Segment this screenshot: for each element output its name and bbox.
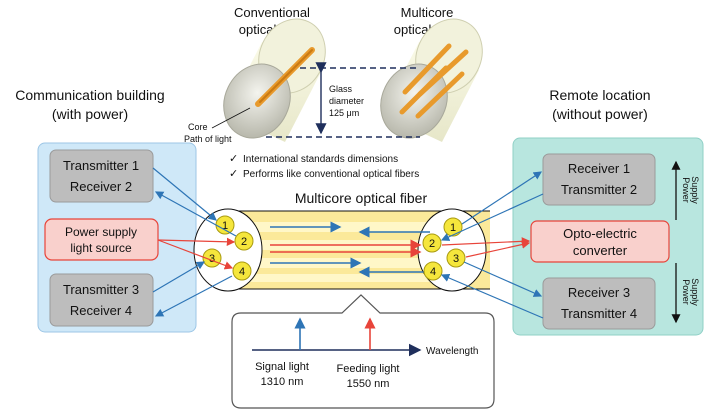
right-title-line2: (without power) (552, 106, 648, 122)
right-connections (440, 171, 544, 319)
supply-power-label-top-2: Power (681, 177, 691, 203)
supply-power-label-top-1: Supply (690, 176, 700, 204)
left-core-3-label: 3 (209, 253, 215, 265)
checkmark-icon-1: ✓ (229, 153, 238, 165)
left-core-1-label: 1 (222, 220, 228, 232)
receiver-1-label: Receiver 1 (568, 161, 630, 176)
power-supply-box (44, 218, 159, 261)
converter-label-line2: converter (573, 243, 628, 258)
fiber-illustrations: Conventional optical fiber Multicore opt… (184, 5, 483, 180)
tx1-rx2-box (49, 149, 154, 203)
feeding-light-label: Feeding light (337, 363, 400, 375)
left-title-line2: (with power) (52, 106, 128, 122)
right-core-2-label: 2 (429, 238, 435, 250)
transmitter-1-label: Transmitter 1 (63, 158, 139, 173)
transmitter-3-label: Transmitter 3 (63, 282, 139, 297)
left-title-line1: Communication building (15, 87, 164, 103)
left-core-2-label: 2 (241, 236, 247, 248)
right-panel: Remote location (without power) Receiver… (512, 87, 704, 336)
right-core-2 (422, 233, 442, 253)
multicore-fiber-image (380, 18, 483, 142)
wavelength-axis-label: Wavelength (426, 346, 478, 357)
receiver-3-label: Receiver 3 (568, 285, 630, 300)
tx3-rx4-box (49, 273, 154, 327)
right-core-1 (443, 217, 463, 237)
check-item-2: Performs like conventional optical fiber… (243, 169, 419, 180)
signal-light-label: Signal light (255, 361, 309, 373)
right-title-line1: Remote location (549, 87, 650, 103)
rx3-tx4-box (542, 277, 656, 330)
check-item-1: International standards dimensions (243, 154, 398, 165)
supply-power-label-bottom-2: Power (681, 279, 691, 305)
center-fiber: 1 2 3 4 1 2 3 4 (193, 208, 490, 292)
core-label: Core (188, 122, 208, 132)
transmitter-4-label: Transmitter 4 (561, 306, 637, 321)
supply-power-label-bottom-1: Supply (690, 278, 700, 306)
right-core-1-label: 1 (450, 222, 456, 234)
left-connections (152, 167, 237, 317)
conventional-title-line1: Conventional (234, 5, 310, 20)
left-core-4-label: 4 (239, 266, 245, 278)
signal-light-wavelength: 1310 nm (261, 376, 304, 388)
right-core-4 (423, 261, 443, 281)
right-core-3 (446, 248, 466, 268)
left-panel: Communication building (with power) Tran… (15, 87, 197, 333)
conventional-fiber-image (223, 18, 326, 142)
transmitter-2-label: Transmitter 2 (561, 182, 637, 197)
diameter-label-line3: 125 μm (329, 108, 359, 118)
multicore-fiber-title: Multicore optical fiber (295, 190, 428, 206)
power-supply-label-line2: light source (70, 241, 132, 255)
path-of-light-label: Path of light (184, 134, 232, 144)
right-core-3-label: 3 (453, 253, 459, 265)
opto-electric-converter-box (530, 220, 670, 263)
diameter-label-line2: diameter (329, 96, 364, 106)
multicore-title-line1: Multicore (401, 5, 454, 20)
checkmark-icon-2: ✓ (229, 168, 238, 180)
receiver-4-label: Receiver 4 (70, 303, 132, 318)
feeding-light-wavelength: 1550 nm (347, 378, 390, 390)
diameter-label-line1: Glass (329, 84, 353, 94)
rx1-tx2-box (542, 153, 656, 206)
core-pointer (211, 107, 251, 129)
wavelength-callout: Wavelength Signal light 1310 nm Feeding … (231, 294, 495, 409)
receiver-2-label: Receiver 2 (70, 179, 132, 194)
right-core-4-label: 4 (430, 266, 436, 278)
power-supply-label-line1: Power supply (65, 225, 137, 239)
converter-label-line1: Opto-electric (563, 226, 637, 241)
left-core-4 (232, 261, 252, 281)
